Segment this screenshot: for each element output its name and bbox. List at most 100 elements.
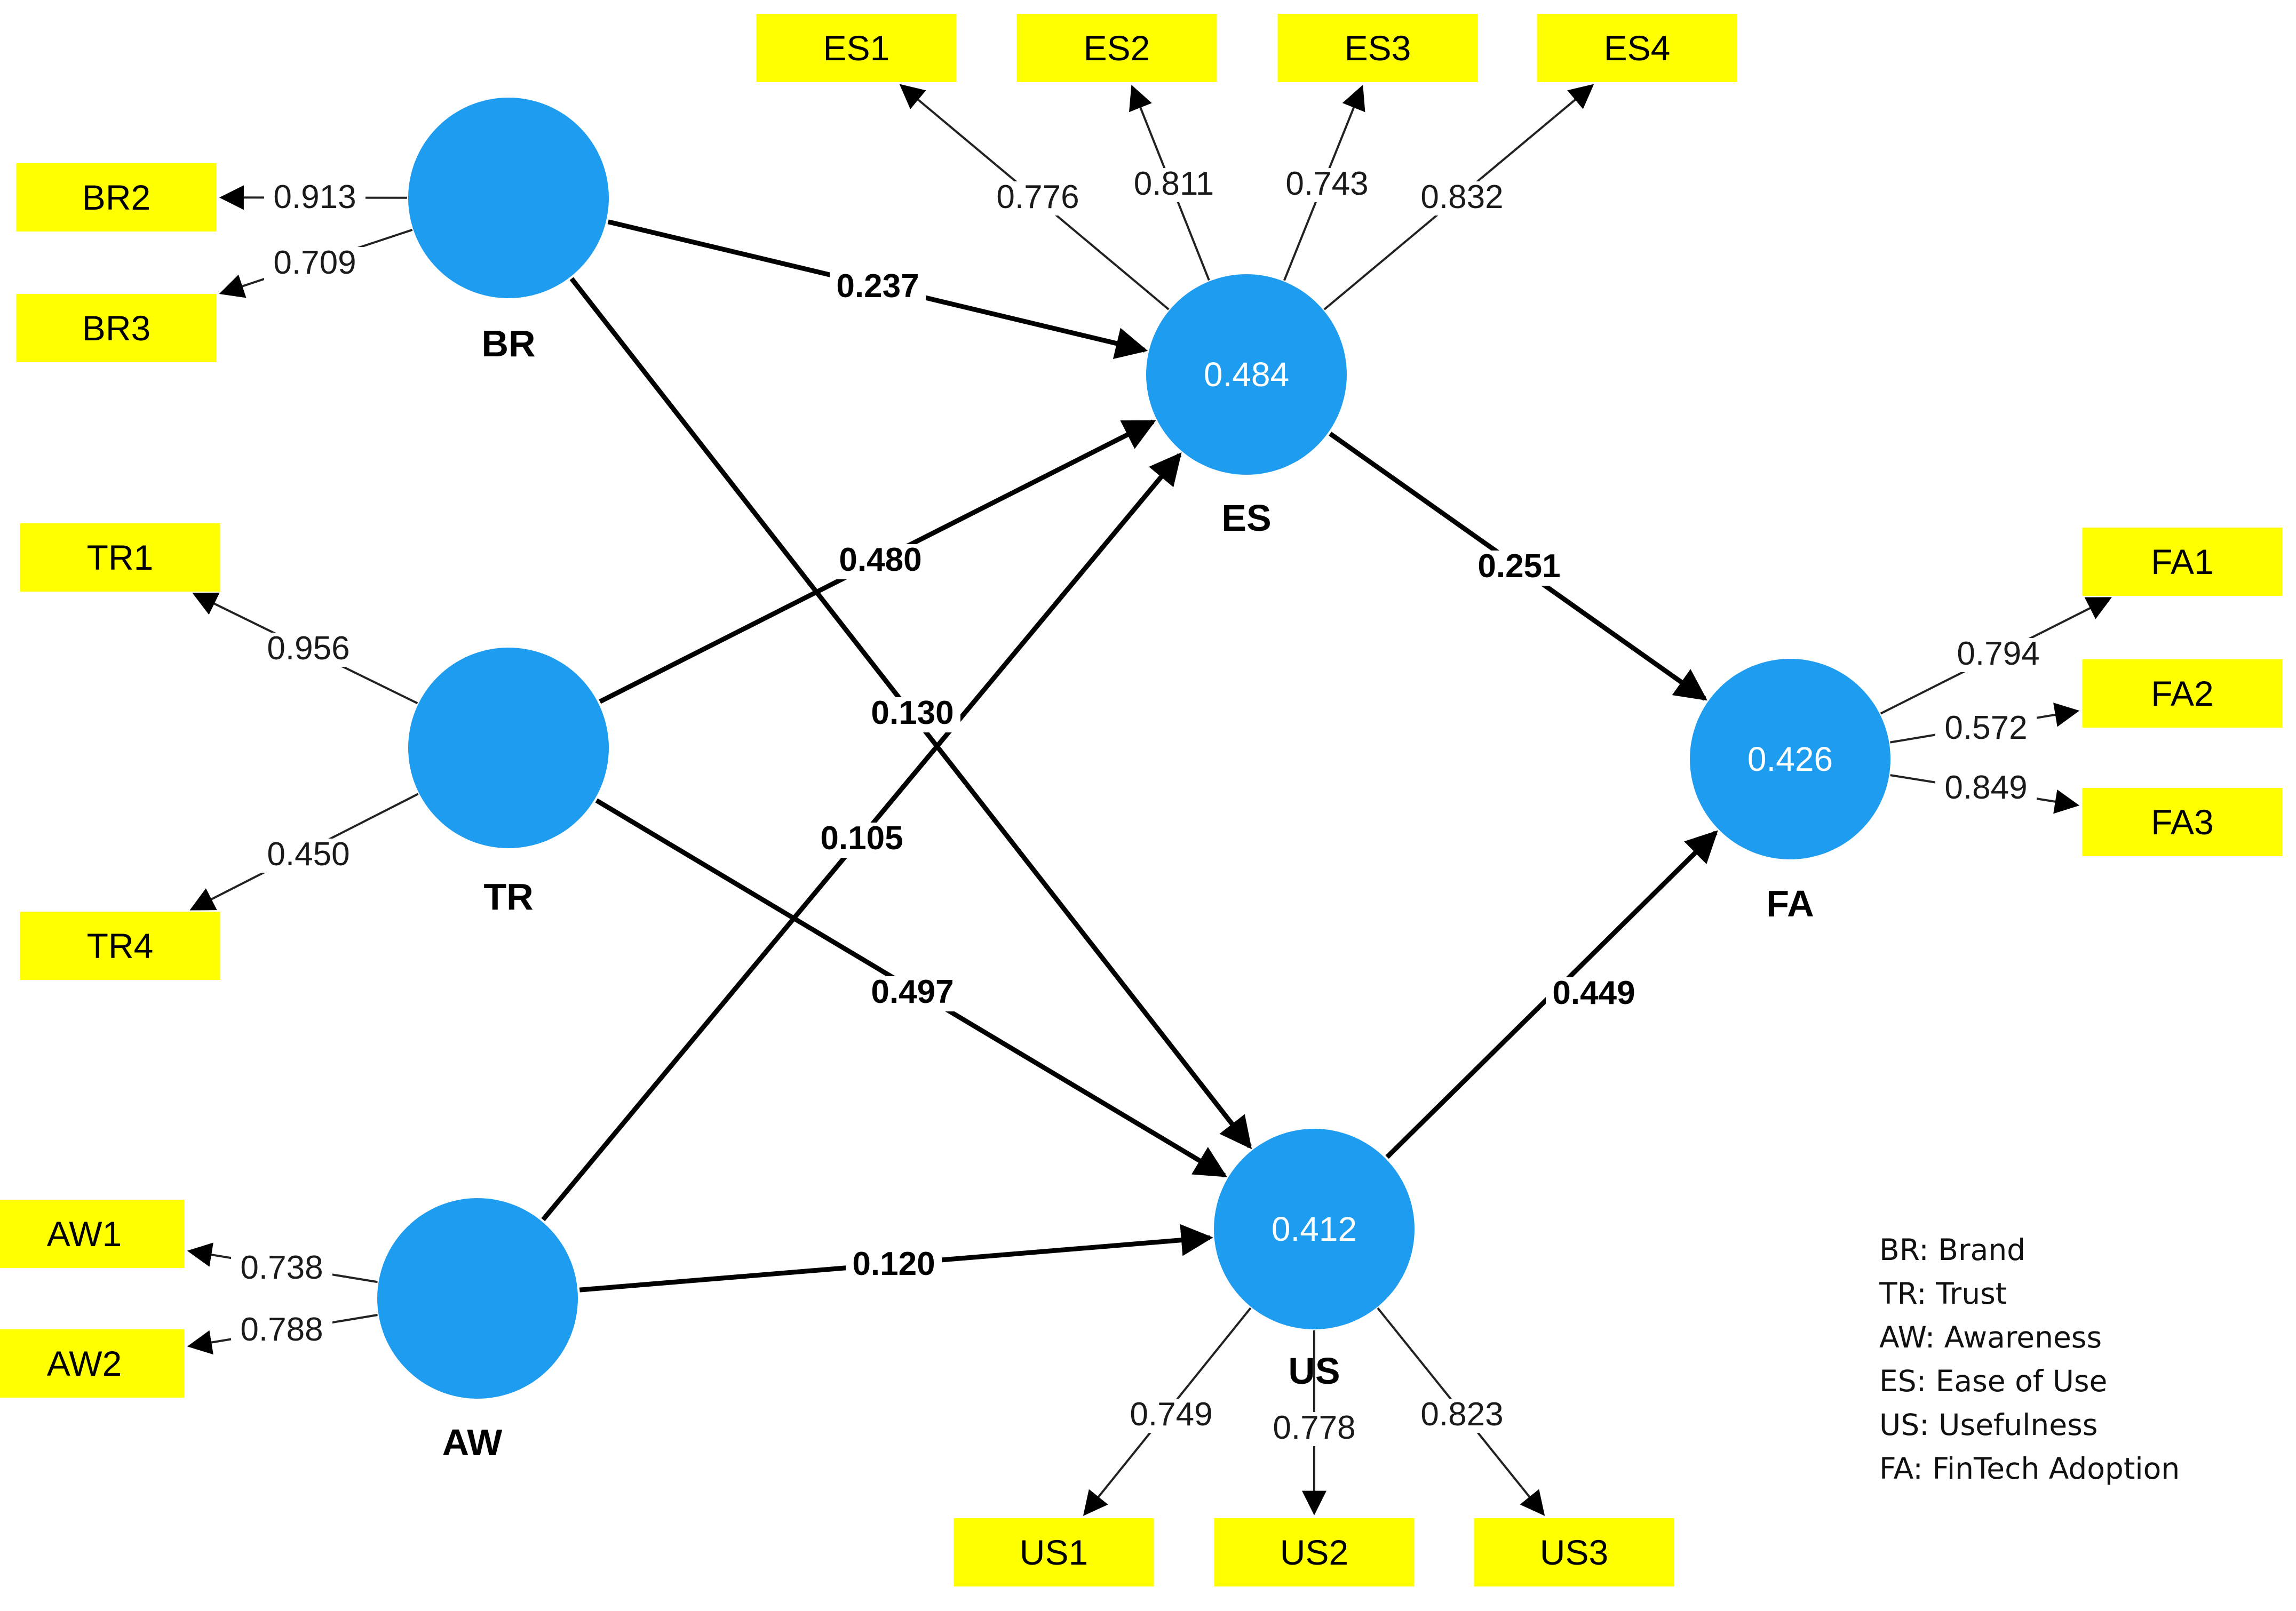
latent-label-br: BR bbox=[481, 323, 535, 364]
path-coef-tr-us: 0.497 bbox=[871, 974, 954, 1010]
loading-value-fa2: 0.572 bbox=[1944, 709, 2027, 746]
r2-value-fa: 0.426 bbox=[1747, 740, 1833, 778]
indicator-box-br2 bbox=[16, 163, 217, 232]
indicator-box-es4 bbox=[1537, 14, 1737, 82]
indicator-box-us3 bbox=[1474, 1518, 1674, 1586]
loading-bg-br3 bbox=[264, 247, 366, 281]
loading-bg-fa3 bbox=[1935, 772, 2037, 806]
indicator-label-tr4: TR4 bbox=[87, 926, 154, 966]
latent-circle-aw bbox=[377, 1198, 578, 1399]
loading-value-us1: 0.749 bbox=[1130, 1396, 1212, 1433]
indicator-box-us1 bbox=[954, 1518, 1154, 1586]
legend-item: AW: Awareness bbox=[1879, 1320, 2102, 1354]
loading-value-br3: 0.709 bbox=[273, 244, 356, 281]
indicator-box-br3 bbox=[16, 294, 217, 362]
legend-item: ES: Ease of Use bbox=[1879, 1364, 2107, 1398]
latent-circle-tr bbox=[408, 648, 609, 848]
latent-label-tr: TR bbox=[483, 876, 533, 918]
loading-bg-us1 bbox=[1121, 1399, 1222, 1433]
loading-value-fa3: 0.849 bbox=[1944, 769, 2027, 806]
latent-circle-br bbox=[408, 98, 609, 298]
indicator-label-aw1: AW1 bbox=[47, 1214, 122, 1254]
latent-label-fa: FA bbox=[1766, 883, 1814, 924]
indicator-label-tr1: TR1 bbox=[87, 538, 154, 577]
indicator-box-aw2 bbox=[0, 1329, 185, 1398]
loading-bg-es2 bbox=[1123, 168, 1225, 202]
indicator-label-fa1: FA1 bbox=[2151, 542, 2213, 581]
latent-label-es: ES bbox=[1221, 497, 1271, 539]
indicator-label-fa3: FA3 bbox=[2151, 802, 2213, 842]
loading-bg-aw1 bbox=[231, 1252, 332, 1286]
loading-bg-tr4 bbox=[258, 839, 359, 873]
indicator-box-fa2 bbox=[2082, 659, 2283, 728]
path-coef-bg-aw-us bbox=[846, 1248, 942, 1283]
path-coef-bg-br-us bbox=[864, 697, 960, 732]
loading-value-fa1: 0.794 bbox=[1957, 635, 2039, 672]
label-layer: 0.237 0.130 0.480 0.497 0.105 0.120 0.251 0.449… bbox=[231, 165, 2049, 1463]
indicator-label-fa2: FA2 bbox=[2151, 674, 2213, 713]
indicator-label-es4: ES4 bbox=[1604, 28, 1671, 68]
indicator-box-tr1 bbox=[20, 523, 220, 592]
path-coef-bg-us-fa bbox=[1546, 977, 1642, 1012]
indicator-box-es2 bbox=[1016, 14, 1217, 82]
path-coef-tr-es: 0.480 bbox=[839, 541, 921, 578]
loading-bg-aw2 bbox=[231, 1314, 332, 1348]
latent-label-us: US bbox=[1288, 1350, 1340, 1392]
indicator-label-es2: ES2 bbox=[1084, 28, 1150, 68]
loading-bg-es4 bbox=[1411, 181, 1513, 216]
loading-value-es4: 0.832 bbox=[1420, 179, 1503, 216]
loading-bg-us3 bbox=[1411, 1399, 1513, 1433]
indicator-label-us2: US2 bbox=[1280, 1533, 1348, 1572]
loading-bg-fa2 bbox=[1935, 712, 2037, 746]
path-coef-aw-es: 0.105 bbox=[820, 820, 903, 857]
path-coef-br-us: 0.130 bbox=[871, 695, 954, 731]
indicator-box-fa1 bbox=[2082, 528, 2283, 596]
loading-value-br2: 0.913 bbox=[273, 179, 356, 216]
latent-circle-fa bbox=[1690, 659, 1890, 859]
legend-item: BR: Brand bbox=[1879, 1233, 2025, 1267]
legend-item: US: Usefulness bbox=[1879, 1408, 2098, 1442]
loading-bg-fa1 bbox=[1948, 638, 2049, 672]
indicator-label-br3: BR3 bbox=[82, 308, 150, 348]
path-coef-bg-aw-es bbox=[814, 823, 910, 858]
path-coef-es-fa: 0.251 bbox=[1477, 548, 1560, 585]
loading-bg-es1 bbox=[987, 181, 1089, 216]
indicator-label-br2: BR2 bbox=[82, 178, 150, 217]
latent-circle-es bbox=[1146, 274, 1347, 475]
path-coef-aw-us: 0.120 bbox=[852, 1246, 935, 1282]
legend-item: FA: FinTech Adoption bbox=[1879, 1452, 2180, 1486]
path-coef-bg-tr-us bbox=[864, 976, 960, 1011]
indicator-label-us3: US3 bbox=[1540, 1533, 1608, 1572]
loading-value-es1: 0.776 bbox=[996, 179, 1079, 216]
indicator-box-fa3 bbox=[2082, 788, 2283, 856]
indicator-box-aw1 bbox=[0, 1200, 185, 1268]
loading-value-aw2: 0.788 bbox=[240, 1311, 323, 1348]
latent-circle-us bbox=[1214, 1129, 1415, 1329]
loading-value-tr1: 0.956 bbox=[267, 630, 349, 667]
loading-value-aw1: 0.738 bbox=[240, 1249, 323, 1286]
path-coef-bg-es-fa bbox=[1471, 551, 1567, 586]
loading-value-es3: 0.743 bbox=[1285, 165, 1368, 202]
loading-value-us3: 0.823 bbox=[1420, 1396, 1503, 1433]
path-coef-bg-tr-es bbox=[832, 544, 928, 579]
indicator-box-es3 bbox=[1277, 14, 1478, 82]
loading-value-tr4: 0.450 bbox=[267, 836, 349, 873]
loading-bg-us2 bbox=[1264, 1412, 1365, 1446]
indicator-box-es1 bbox=[756, 14, 957, 82]
indicator-label-es1: ES1 bbox=[823, 28, 890, 68]
indicator-box-us2 bbox=[1214, 1518, 1415, 1586]
latent-label-aw: AW bbox=[442, 1422, 503, 1463]
loading-bg-br2 bbox=[264, 181, 366, 216]
legend-item: TR: Trust bbox=[1879, 1277, 2007, 1311]
r2-value-es: 0.484 bbox=[1204, 355, 1289, 394]
loading-bg-es3 bbox=[1276, 168, 1378, 202]
loading-bg-tr1 bbox=[258, 633, 359, 667]
indicator-box-tr4 bbox=[20, 912, 220, 980]
path-coef-us-fa: 0.449 bbox=[1552, 975, 1635, 1011]
path-coef-br-es: 0.237 bbox=[836, 268, 919, 305]
indicator-label-aw2: AW2 bbox=[47, 1344, 122, 1383]
loading-value-es2: 0.811 bbox=[1134, 165, 1214, 202]
